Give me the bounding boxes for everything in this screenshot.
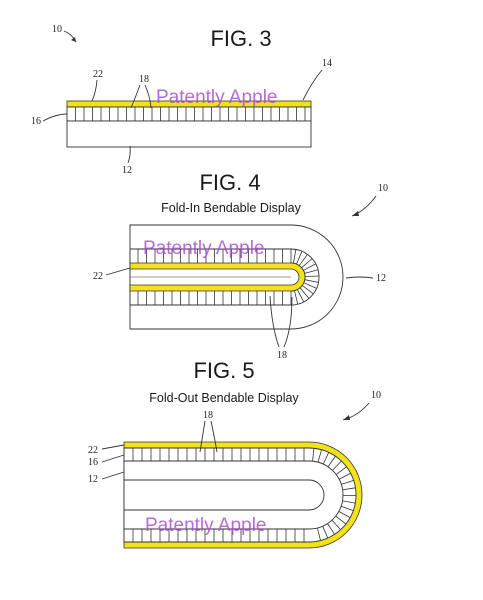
fig3-leader-substrate [127,145,131,164]
fig5-ref-substrate: 12 [88,474,98,485]
pixel-divider [335,466,347,475]
fig5-ref-pixels: 18 [203,410,213,421]
fig4-title: FIG. 4 [199,170,260,195]
fig4-ref-layer-top: 22 [93,271,103,282]
pixel-divider [296,251,303,265]
pixel-divider [303,282,317,289]
fig5-title: FIG. 5 [193,358,254,383]
fig3-pixel-dividers [75,107,306,121]
pixel-divider [293,290,299,305]
pixel-divider [335,515,347,525]
fig5-substrate-inner [123,479,325,511]
fig3-leader-pixels-a [130,84,141,109]
fig3: FIG. 3 10 22 18 14 16 12 Patently Apple [31,24,332,176]
fig4-display-layer [129,262,306,292]
fig3-ref-pixels: 18 [139,74,149,85]
fig4-ref-pixels: 18 [277,350,287,361]
pixel-divider [332,460,342,471]
fig3-ref-layer-top: 22 [93,69,103,80]
pixel-divider [327,455,336,468]
pixel-divider [298,254,308,266]
pixel-divider [322,452,330,465]
fig3-leader-array [42,113,68,122]
pixel-divider [293,249,297,264]
fig5-ref-layer-top: 22 [88,445,98,456]
fig5-ref-device: 10 [371,390,381,401]
fig3-substrate [66,120,312,148]
fig5-leader-substrate [101,471,125,480]
fig4-arrowhead-device [352,211,359,216]
pixel-divider [317,449,322,463]
pixel-divider [312,448,315,462]
fig4-watermark: Patently Apple [143,238,264,259]
fig5-leader-pixels-a [199,420,206,453]
pixel-divider [338,472,351,480]
fig4-subtitle: Fold-In Bendable Display [161,201,301,215]
fig5-pixel-dividers [132,448,357,542]
pixel-divider [316,527,321,541]
fig5-watermark: Patently Apple [145,515,266,536]
fig3-leader-layer-top [91,79,98,102]
pixel-divider [303,263,316,271]
pixel-divider [338,511,351,518]
fig4: FIG. 4 Fold-In Bendable Display 10 22 12… [93,170,388,361]
pixel-divider [341,479,354,485]
fig3-leader-display [302,69,323,101]
fig5-arrowhead-device [343,415,350,420]
pixel-divider [301,285,314,295]
fig5-leader-array [101,454,125,463]
fig4-leader-pixels-b [283,296,293,348]
fig4-leader-substrate [345,276,374,279]
fig3-title: FIG. 3 [210,26,271,51]
fig5-leader-layer-top [101,444,125,450]
fig3-ref-display: 14 [322,58,332,69]
fig4-pixel-dividers [137,249,319,305]
pixel-divider [342,487,356,491]
fig4-ref-substrate: 12 [376,273,386,284]
fig3-ref-array: 16 [31,116,41,127]
fig3-pixel-array [66,106,312,122]
pixel-divider [331,519,341,530]
fig5-subtitle: Fold-Out Bendable Display [149,391,299,405]
pixel-divider [304,279,319,283]
fig3-arrowhead-device [71,37,76,42]
pixel-divider [322,525,329,539]
fig3-watermark: Patently Apple [156,87,277,108]
pixel-divider [301,258,313,269]
fig3-ref-device: 10 [52,24,62,35]
pixel-divider [327,523,335,535]
fig3-ref-substrate: 12 [122,165,132,176]
fig3-leader-pixels-b [144,84,152,109]
fig4-leader-layer-top [105,267,131,276]
pixel-divider [342,500,356,504]
fig5-leader-pixels-b [210,420,218,453]
fig4-ref-device: 10 [378,183,388,194]
fig4-leader-pixels-a [269,295,280,348]
pixel-divider [304,269,319,274]
pixel-divider [299,287,310,299]
pixel-divider [340,505,354,511]
fig5: FIG. 5 Fold-Out Bendable Display 10 18 2… [88,358,381,549]
pixel-divider [296,289,305,303]
fig5-ref-array: 16 [88,457,98,468]
